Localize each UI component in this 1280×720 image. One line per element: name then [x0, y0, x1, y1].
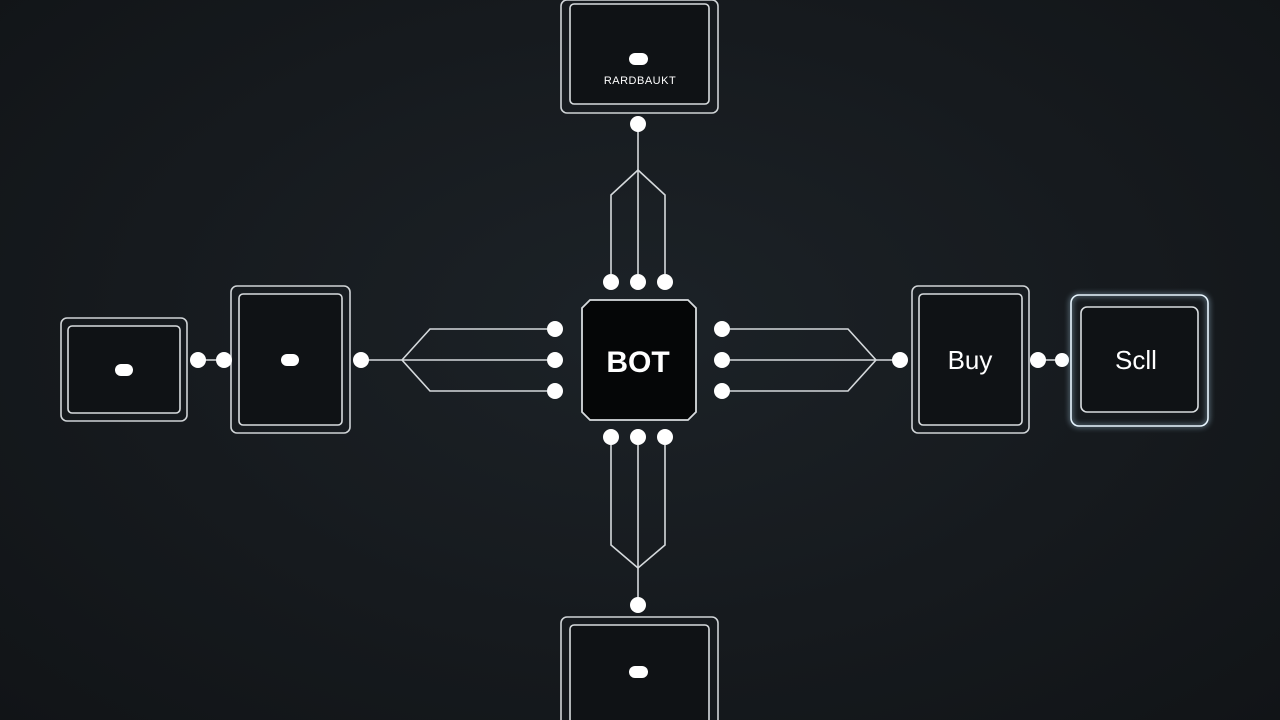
bot-pins-left [547, 321, 563, 399]
pin [657, 274, 673, 290]
connector-bottom [610, 445, 666, 613]
connector-left [353, 328, 547, 392]
pin [603, 429, 619, 445]
connector-right [730, 328, 908, 392]
link-left-nodes [190, 352, 232, 368]
connector-top [610, 116, 666, 274]
pin [714, 321, 730, 337]
link-dot [1030, 352, 1046, 368]
node-indicator [115, 364, 133, 376]
link-dot [1055, 353, 1069, 367]
link-buy-sell [1030, 352, 1069, 368]
bottom-node[interactable] [560, 616, 719, 720]
pin [630, 274, 646, 290]
node-frame [560, 616, 719, 720]
sell-node[interactable]: Scll [1070, 294, 1209, 427]
left-node-outer[interactable] [60, 317, 188, 422]
sell-label: Scll [1115, 345, 1157, 375]
link-dot [190, 352, 206, 368]
connector-end-dot [630, 597, 646, 613]
node-frame [60, 317, 188, 422]
pin [714, 383, 730, 399]
bot-chip-body [581, 299, 697, 421]
top-node-label: RARDBAUKT [604, 75, 676, 87]
connector-end-dot [892, 352, 908, 368]
pin [547, 321, 563, 337]
node-body [918, 293, 1023, 426]
connector-end-dot [353, 352, 369, 368]
pin [714, 352, 730, 368]
pin [630, 429, 646, 445]
node-indicator [629, 666, 648, 678]
pin [657, 429, 673, 445]
node-frame [560, 0, 719, 114]
node-indicator [629, 53, 648, 65]
node-frame [1070, 294, 1209, 427]
link-dot [216, 352, 232, 368]
bot-node[interactable]: BOT [581, 299, 697, 421]
bot-pins-bottom [603, 429, 673, 445]
buy-label: Buy [948, 345, 993, 375]
bot-pins-right [714, 321, 730, 399]
node-indicator [281, 354, 299, 366]
buy-node[interactable]: Buy [911, 285, 1030, 434]
node-body [1080, 306, 1199, 413]
bot-label: BOT [606, 346, 669, 379]
bot-pins-top [603, 274, 673, 290]
pin [603, 274, 619, 290]
left-node-inner[interactable] [230, 285, 351, 434]
pin [547, 352, 563, 368]
pin [547, 383, 563, 399]
connector-end-dot [630, 116, 646, 132]
node-frame [911, 285, 1030, 434]
top-node[interactable]: RARDBAUKT [560, 0, 719, 114]
